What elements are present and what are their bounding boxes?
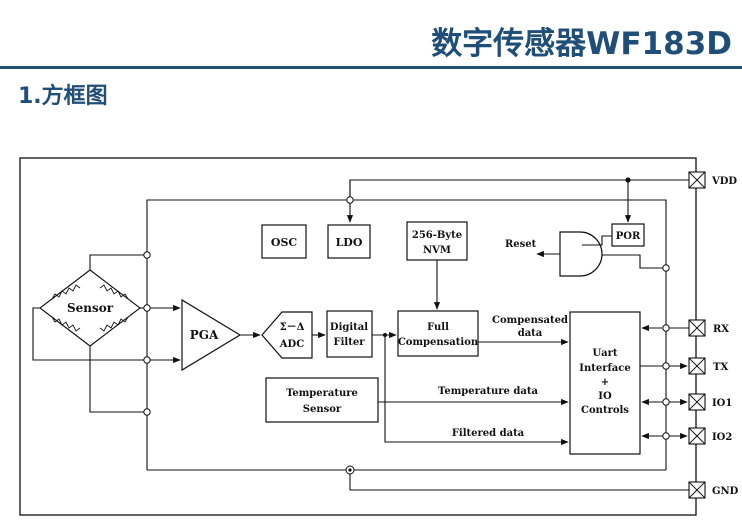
bridge-top-wire [89,254,147,270]
resistor-zigzag [51,316,81,332]
page-title: 数字传感器WF183D [431,26,732,62]
sensor-label: Sensor [67,301,114,315]
gnd-pin [688,481,706,499]
junction [662,362,670,370]
nvm-label-2: NVM [423,245,451,256]
inner-rail-right [350,199,667,470]
temperature-data-label: Temperature data [438,386,538,397]
junction [383,333,387,337]
filtered-data-wire [384,335,569,446]
junction-dot [348,468,352,472]
io1-label: IO1 [712,398,732,409]
junction [143,356,151,364]
gate-input-2 [602,254,666,269]
rx-pin [688,319,706,337]
io1-pin [688,393,706,411]
uart-label-5: Controls [581,405,629,416]
uart-label-3: + [601,377,609,388]
title-divider [0,66,742,69]
junction [662,432,670,440]
full-compensation-block [397,310,479,357]
rx-label: RX [713,324,729,335]
ldo-label: LDO [336,236,363,249]
temp-label-2: Sensor [303,404,342,415]
gnd-label: GND [712,486,739,497]
uart-label-4: IO [598,391,612,402]
pga-amplifier [181,298,242,372]
uart-label-1: Uart [592,348,617,359]
filtered-data-label: Filtered data [452,428,525,439]
resistor-zigzag [51,284,81,300]
digital-filter-block [326,310,373,358]
junction [662,324,670,332]
por-block [611,223,645,247]
osc-block [261,224,307,259]
vdd-label: VDD [711,176,737,187]
osc-label: OSC [271,236,298,249]
junction [143,408,151,416]
vdd-rail [349,179,689,200]
resistor-zigzag [99,316,129,332]
temp-label-1: Temperature [286,388,358,399]
junction [662,264,670,272]
junction [346,196,354,204]
comp-label-2: Compensation [398,337,479,348]
bridge-bottom-wire [89,346,147,413]
inner-rail-left [146,199,350,470]
compensated-label-2: data [518,328,543,339]
adc-label-1: Σ－Δ [280,322,305,333]
adc-block [261,311,313,359]
section-heading: 1.方框图 [18,84,108,109]
gnd-rail [349,470,689,491]
comp-label-1: Full [427,322,449,333]
reset-gate [559,231,603,277]
tx-pin [688,357,706,375]
filter-label-1: Digital [330,322,368,333]
compensated-label-1: Compensated [492,315,568,326]
pga-label: PGA [190,328,219,342]
por-label: POR [616,231,641,242]
junction [143,304,151,312]
io2-label: IO2 [712,432,732,443]
filter-label-2: Filter [334,337,366,348]
por-to-gate [582,235,612,246]
resistor-zigzag [99,284,129,300]
junction [662,398,670,406]
temperature-sensor-block [265,377,379,423]
adc-label-2: ADC [279,339,304,350]
uart-interface-block [569,311,641,455]
io2-pin [688,427,706,445]
uart-label-2: Interface [579,363,630,374]
nvm-label-1: 256-Byte [412,230,462,241]
vdd-pin [688,171,706,189]
ldo-block [327,224,371,259]
tx-label: TX [713,362,728,373]
sensor-label-bg [64,299,116,316]
reset-label: Reset [505,239,537,250]
junction [143,251,151,259]
